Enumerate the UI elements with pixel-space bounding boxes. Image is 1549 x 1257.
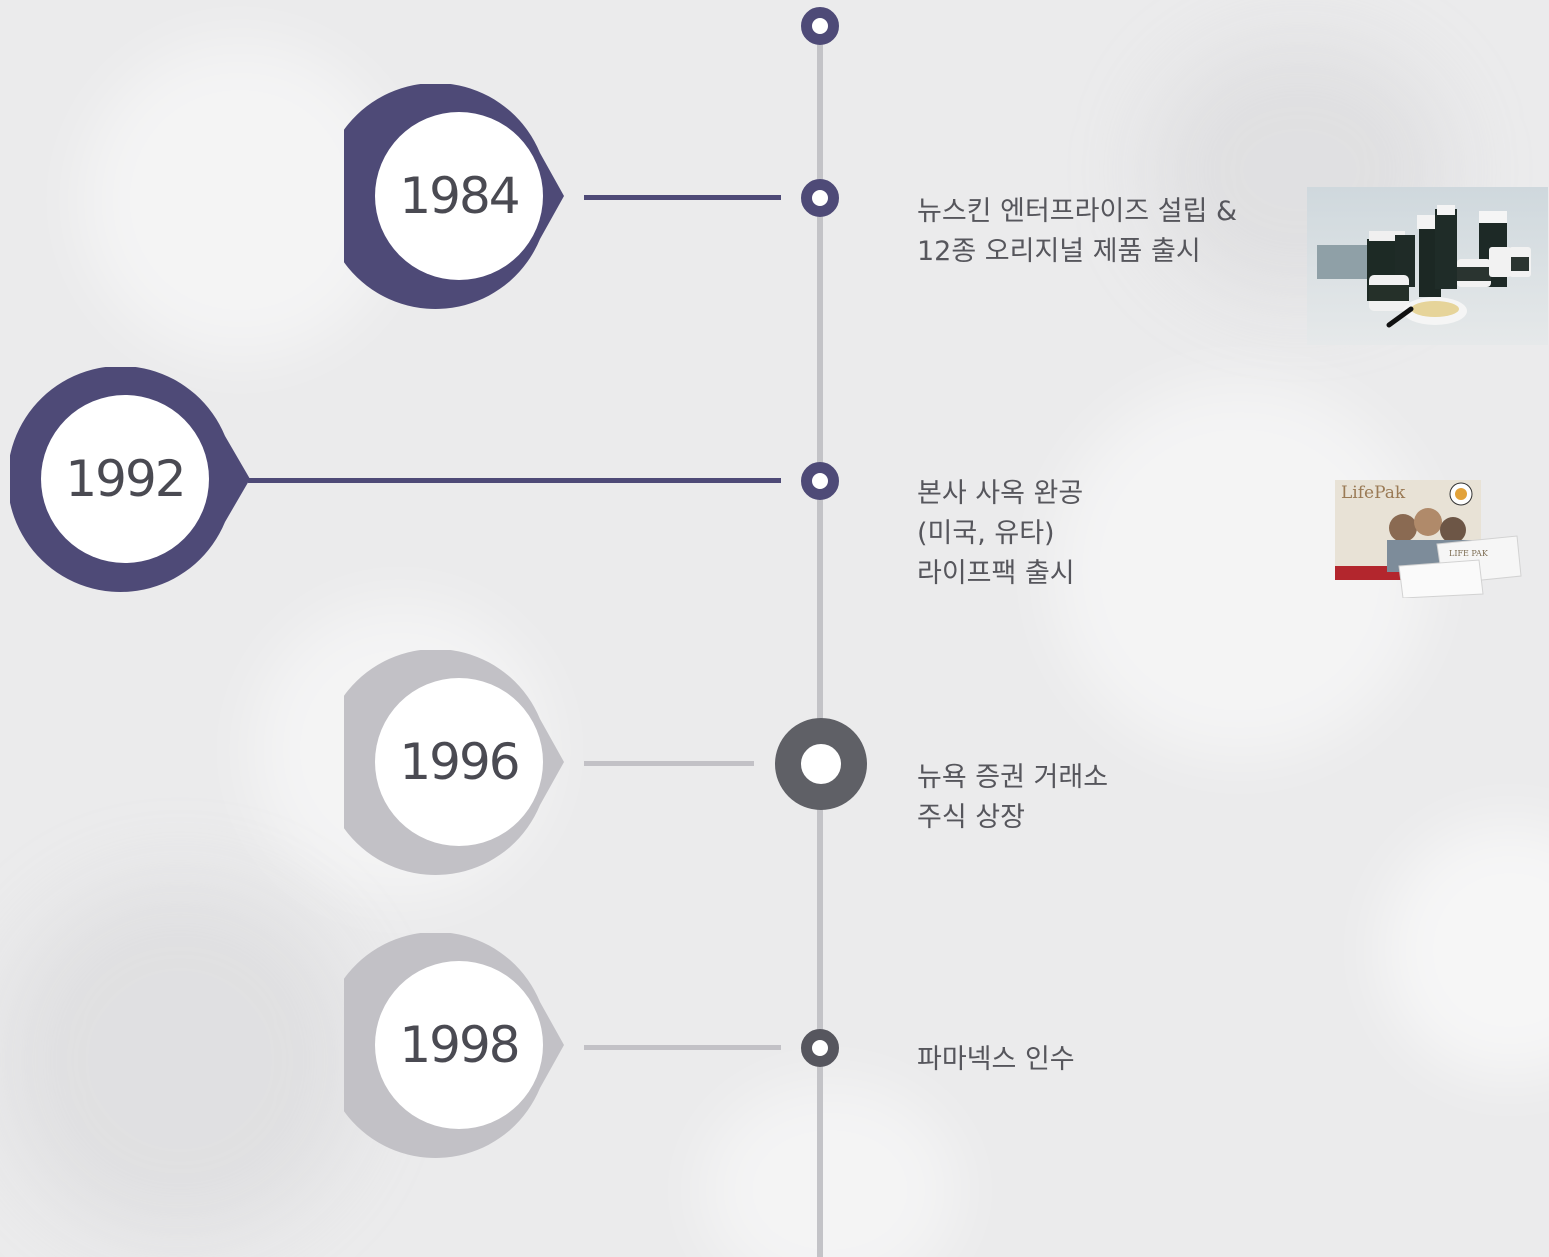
event-description-1992: 본사 사옥 완공 (미국, 유타) 라이프팩 출시 — [917, 474, 1083, 594]
year-label-wrap: 1998 — [374, 961, 544, 1129]
event-description-1984: 뉴스킨 엔터프라이즈 설립 & 12종 오리지널 제품 출시 — [917, 192, 1237, 272]
event-line: 라이프팩 출시 — [917, 558, 1075, 589]
background-bokeh — [0, 880, 360, 1240]
background-bokeh — [1380, 820, 1549, 1080]
timeline-axis — [817, 25, 823, 1257]
event-line: 뉴욕 증권 거래소 — [917, 762, 1109, 793]
event-line: 파마넥스 인수 — [917, 1044, 1075, 1075]
event-line: 주식 상장 — [917, 802, 1025, 833]
year-badge-1996[interactable] — [344, 650, 589, 880]
event-description-1998: 파마넥스 인수 — [917, 1040, 1075, 1080]
year-label: 1998 — [399, 1016, 520, 1074]
connector-line — [584, 1045, 781, 1050]
timeline-node-1998[interactable] — [801, 1029, 839, 1067]
event-line: 본사 사옥 완공 — [917, 478, 1084, 509]
year-label: 1996 — [399, 733, 520, 791]
event-line: 12종 오리지널 제품 출시 — [917, 236, 1201, 267]
year-badge-1998[interactable] — [344, 933, 589, 1163]
timeline-node-1992[interactable] — [801, 462, 839, 500]
year-badge-1984[interactable] — [344, 84, 589, 314]
year-label-wrap: 1992 — [40, 395, 210, 563]
year-label-wrap: 1984 — [374, 112, 544, 280]
year-label: 1992 — [65, 450, 186, 508]
timeline-node-1984[interactable] — [801, 179, 839, 217]
lifepak-logo-text: LifePak — [1341, 483, 1406, 503]
lifepak-packet-text: LIFE PAK — [1449, 549, 1489, 558]
timeline-start-node — [801, 7, 839, 45]
event-line: 뉴스킨 엔터프라이즈 설립 & — [917, 196, 1238, 227]
event-description-1996: 뉴욕 증권 거래소 주식 상장 — [917, 758, 1108, 838]
year-badge-1992[interactable] — [10, 367, 255, 597]
connector-line — [584, 761, 754, 766]
connector-line — [584, 195, 781, 200]
timeline-node-1996-current[interactable] — [775, 718, 867, 810]
year-label: 1984 — [399, 167, 520, 225]
background-bokeh — [700, 1080, 960, 1257]
lifepak-photo: LifePak LIFE PAK — [1335, 480, 1522, 598]
year-label-wrap: 1996 — [374, 678, 544, 846]
event-line: (미국, 유타) — [917, 518, 1055, 549]
connector-line — [248, 478, 781, 483]
skincare-products-photo — [1307, 187, 1548, 345]
